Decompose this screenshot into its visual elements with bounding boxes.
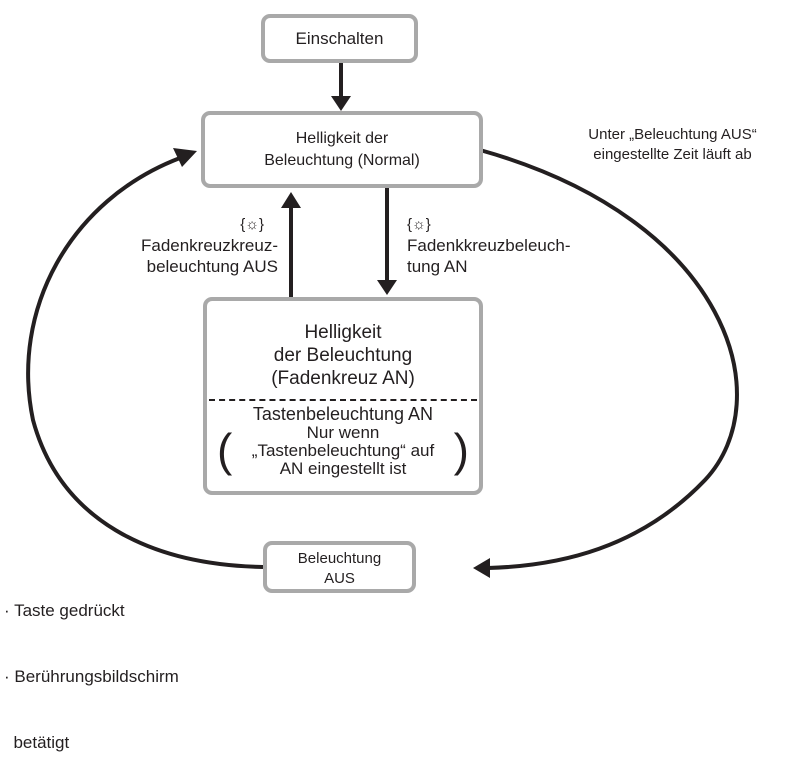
reticle-on-line-1: Fadenkkreuzbeleuch- — [407, 236, 571, 255]
node-reticle-key-section: Tastenbeleuchtung AN ( ) Nur wenn „Taste… — [207, 401, 479, 478]
node-reticle-line-1: Helligkeit — [304, 322, 382, 343]
node-reticle: Helligkeit der Beleuchtung (Fadenkreuz A… — [203, 297, 483, 495]
reticle-off-line-2: beleuchtung AUS — [146, 257, 278, 276]
wake-triggers-label: · Taste gedrückt · Berührungsbildschirm … — [4, 556, 254, 776]
arrowhead-normal — [173, 148, 197, 167]
condition-line-2: „Tastenbeleuchtung“ auf — [251, 441, 435, 460]
wake-trigger-3: betätigt — [4, 733, 70, 752]
node-off-line-2: AUS — [324, 570, 355, 587]
node-reticle-line-2: der Beleuchtung — [273, 345, 413, 366]
reticle-off-label: {☼} Fadenkreuzkreuz- beleuchtung AUS — [118, 213, 278, 277]
wake-trigger-1: · Taste gedrückt — [4, 601, 125, 620]
timeout-label-line-1: Unter „Beleuchtung AUS“ — [588, 126, 757, 143]
reticle-on-label: {☼} Fadenkkreuzbeleuch- tung AN — [407, 213, 627, 277]
node-reticle-line-3: (Fadenkreuz AN) — [271, 368, 415, 389]
node-off: Beleuchtung AUS — [263, 541, 416, 593]
arc-off-to-normal — [26, 156, 264, 569]
timeout-label: Unter „Beleuchtung AUS“ eingestellte Zei… — [565, 125, 780, 165]
node-normal: Helligkeit der Beleuchtung (Normal) — [201, 111, 483, 188]
node-power-on: Einschalten — [261, 14, 418, 63]
node-reticle-title: Helligkeit der Beleuchtung (Fadenkreuz A… — [207, 301, 479, 399]
arrowhead-up — [281, 192, 301, 208]
arc-normal-to-off — [479, 148, 739, 570]
node-normal-line-2: Beleuchtung (Normal) — [264, 152, 420, 169]
node-normal-line-1: Helligkeit der — [295, 130, 389, 147]
arrowhead-poweron — [331, 96, 351, 111]
sun-icon: {☼} — [240, 216, 264, 233]
paren-left: ( — [217, 424, 233, 476]
node-power-on-label: Einschalten — [295, 29, 384, 48]
sun-icon: {☼} — [407, 216, 431, 233]
arrowhead-off — [473, 558, 490, 578]
reticle-off-line-1: Fadenkreuzkreuz- — [140, 236, 278, 255]
condition-group: ( ) Nur wenn „Tastenbeleuchtung“ auf AN … — [207, 424, 479, 478]
wake-trigger-2: · Berührungsbildschirm — [4, 667, 179, 686]
paren-right: ) — [453, 424, 469, 476]
condition-line-3: AN eingestellt ist — [279, 459, 407, 478]
node-off-line-1: Beleuchtung — [297, 550, 382, 567]
dash-dot-divider — [209, 399, 477, 401]
diagram-connectors — [26, 62, 739, 578]
key-light-on-label: Tastenbeleuchtung AN — [252, 404, 434, 424]
arrowhead-down — [377, 280, 397, 295]
condition-line-1: Nur wenn — [306, 423, 380, 442]
timeout-label-line-2: eingestellte Zeit läuft ab — [593, 146, 752, 163]
reticle-on-line-2: tung AN — [407, 257, 468, 276]
